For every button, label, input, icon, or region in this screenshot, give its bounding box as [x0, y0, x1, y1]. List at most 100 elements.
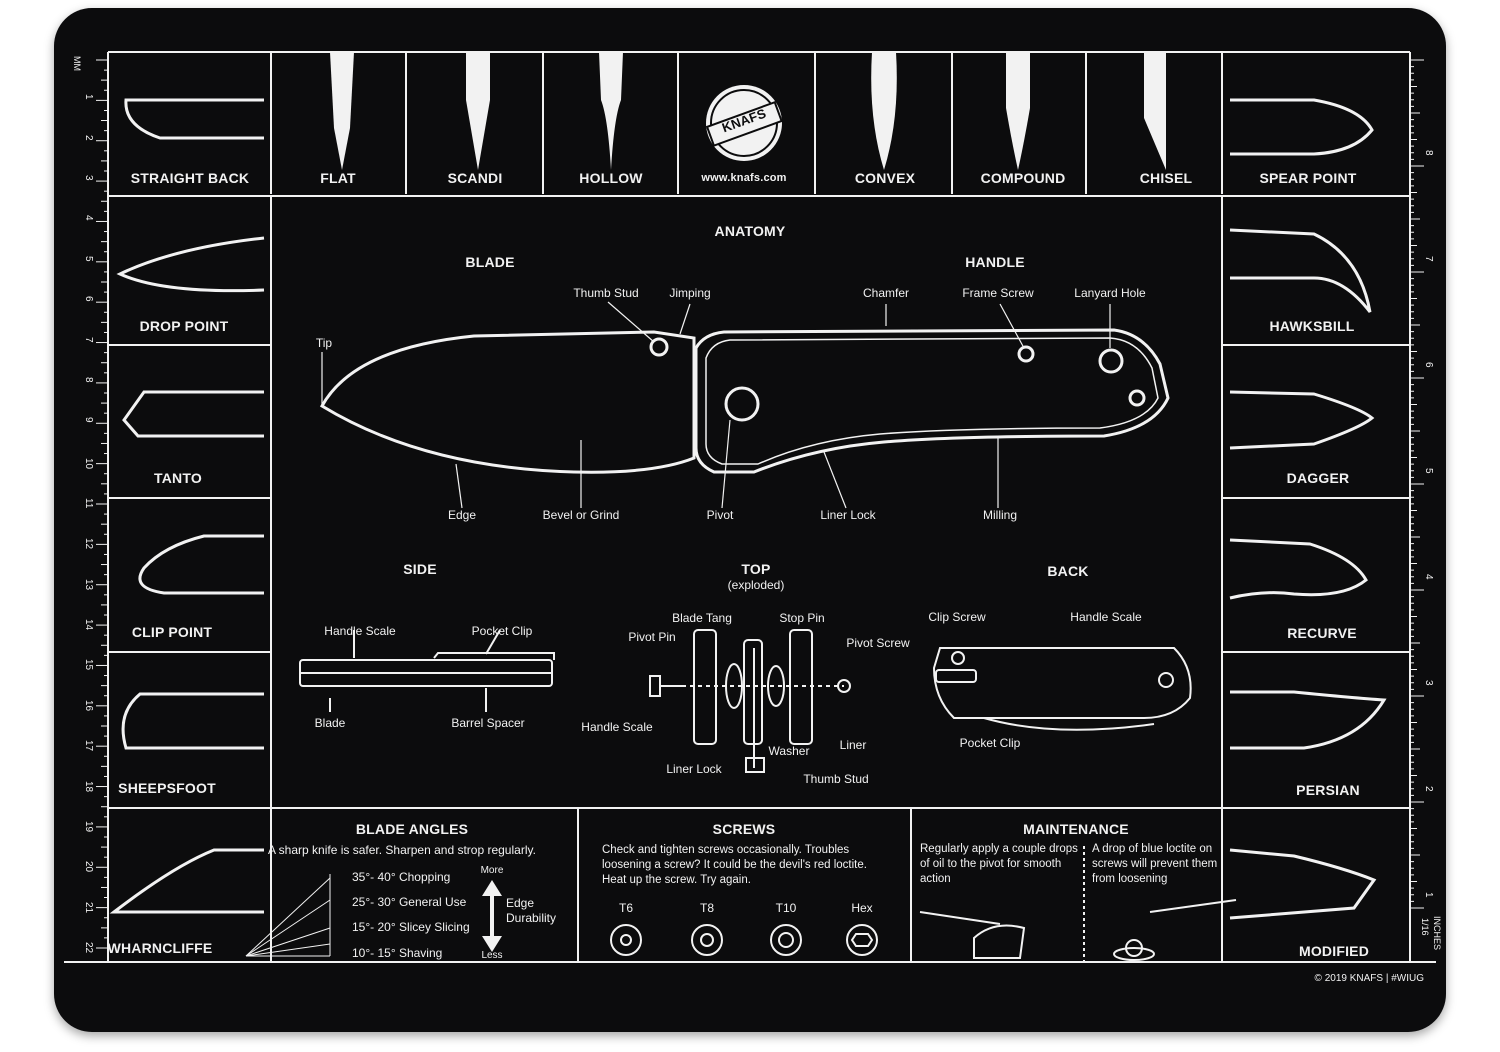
label-clip-screw: Clip Screw	[928, 610, 986, 624]
grind-label-flat: FLAT	[320, 170, 356, 186]
mm-tick-label: 11	[83, 498, 94, 509]
angle-row-chopping: 35°- 40° Chopping	[352, 870, 451, 884]
side-view-knife	[299, 629, 555, 712]
style-label-straight-back: STRAIGHT BACK	[130, 170, 250, 186]
mm-tick-label: 2	[83, 134, 94, 141]
label-top-handle-scale: Handle Scale	[581, 720, 653, 734]
hex-screw-icon	[846, 924, 878, 956]
mm-tick-label: 7	[83, 336, 94, 343]
mat-artwork	[64, 51, 1436, 963]
t6-screw-icon	[610, 924, 642, 956]
label-milling: Milling	[982, 508, 1018, 522]
blade-heading: BLADE	[465, 254, 515, 270]
mm-tick-label: 14	[83, 619, 94, 631]
label-chamfer: Chamfer	[862, 286, 910, 300]
mm-tick-label: 13	[83, 578, 94, 590]
grind-label-hollow: HOLLOW	[579, 170, 643, 186]
anatomy-title: ANATOMY	[714, 223, 786, 239]
label-back-pocket-clip: Pocket Clip	[959, 736, 1021, 750]
style-label-wharncliffe: WHARNCLIFFE	[107, 940, 213, 956]
top-subtitle: (exploded)	[727, 578, 785, 592]
label-pivot-pin: Pivot Pin	[628, 630, 676, 644]
style-label-recurve: RECURVE	[1287, 625, 1357, 641]
maintenance-tip-oil: Regularly apply a couple drops of oil to…	[920, 843, 1078, 885]
mm-tick-label: 8	[83, 376, 94, 383]
mm-tick-label: 6	[83, 296, 94, 302]
mm-tick-label: 20	[83, 861, 94, 873]
mm-tick-label: 17	[83, 740, 94, 752]
mm-tick-label: 4	[83, 215, 94, 222]
mm-tick-label: 15	[83, 659, 94, 671]
persian-icon	[1230, 690, 1387, 750]
label-lanyard-hole: Lanyard Hole	[1074, 286, 1146, 300]
label-side-barrel-spacer: Barrel Spacer	[451, 716, 525, 730]
style-label-modified: MODIFIED	[1298, 943, 1370, 959]
ruler-inch-unit: INCHES	[1432, 916, 1442, 951]
grind-label-chisel: CHISEL	[1139, 170, 1193, 186]
label-edge: Edge	[447, 508, 477, 522]
label-bevel-or-grind: Bevel or Grind	[542, 508, 620, 522]
mm-tick-label: 12	[83, 538, 94, 550]
mm-tick-label: 3	[83, 175, 94, 181]
anatomy-callouts	[321, 301, 1111, 509]
hawksbill-icon	[1229, 228, 1372, 313]
label-washer: Washer	[768, 744, 810, 758]
durability-label: Edge Durability	[506, 896, 557, 925]
label-pivot: Pivot	[706, 508, 734, 522]
label-side-blade: Blade	[314, 716, 346, 730]
brand-url: www.knafs.com	[701, 172, 787, 184]
wharncliffe-icon	[109, 848, 264, 914]
anatomy-handle	[694, 328, 1170, 474]
t10-screw-icon	[770, 924, 802, 956]
mm-tick-label: 10	[83, 457, 94, 469]
label-liner-lock: Liner Lock	[820, 508, 876, 522]
mm-tick-label: 9	[83, 417, 94, 423]
grind-compound-icon	[1006, 52, 1030, 170]
grind-convex-icon	[871, 52, 897, 170]
inch-tick-label: 2	[1423, 786, 1434, 792]
label-frame-screw: Frame Screw	[962, 286, 1034, 300]
style-label-drop-point: DROP POINT	[139, 318, 229, 334]
inch-tick-label: 7	[1423, 256, 1434, 262]
drop-point-icon	[116, 236, 265, 293]
screws-title: SCREWS	[712, 821, 776, 837]
inch-tick-label: 5	[1423, 468, 1434, 474]
label-thumb-stud: Thumb Stud	[573, 286, 639, 300]
angle-row-shaving: 10°- 15° Shaving	[352, 946, 443, 960]
style-label-dagger: DAGGER	[1286, 470, 1350, 486]
screw-type-hex: Hex	[851, 901, 873, 915]
t8-screw-icon	[691, 924, 723, 956]
label-top-thumb-stud: Thumb Stud	[803, 772, 869, 786]
blade-angles-subtitle: A sharp knife is safer. Sharpen and stro…	[268, 843, 536, 857]
blade-angles-title: BLADE ANGLES	[355, 821, 469, 837]
mm-tick-label: 16	[83, 699, 94, 711]
side-title: SIDE	[403, 561, 437, 577]
inch-tick-label: 6	[1423, 362, 1434, 368]
knafs-logo	[705, 85, 783, 161]
label-stop-pin: Stop Pin	[779, 611, 825, 625]
style-label-hawksbill: HAWKSBILL	[1269, 318, 1355, 334]
top-exploded-view	[649, 629, 851, 773]
screw-type-t10: T10	[775, 901, 797, 915]
mm-tick-label: 5	[83, 255, 94, 262]
blade-angle-diagram	[245, 874, 331, 957]
label-top-liner-lock: Liner Lock	[666, 762, 722, 776]
label-tip: Tip	[315, 336, 333, 350]
mm-tick-label: 19	[83, 820, 94, 833]
grind-chisel-icon	[1144, 52, 1166, 170]
inch-tick-label: 4	[1423, 574, 1434, 580]
tanto-icon	[122, 390, 264, 438]
straight-back-icon	[124, 98, 264, 140]
screw-heads	[610, 924, 878, 956]
angle-row-slicing: 15°- 20° Slicey Slicing	[352, 920, 470, 934]
maintenance-title: MAINTENANCE	[1023, 821, 1129, 837]
recurve-icon	[1229, 538, 1368, 600]
style-label-tanto: TANTO	[154, 470, 202, 486]
durability-more: More	[480, 865, 504, 876]
ruler-inch-fraction: 1/16	[1420, 918, 1430, 936]
handle-heading: HANDLE	[965, 254, 1025, 270]
spear-point-icon	[1230, 98, 1374, 156]
style-label-clip-point: CLIP POINT	[131, 624, 213, 640]
grind-label-scandi: SCANDI	[447, 170, 503, 186]
inch-tick-label: 8	[1423, 150, 1434, 156]
